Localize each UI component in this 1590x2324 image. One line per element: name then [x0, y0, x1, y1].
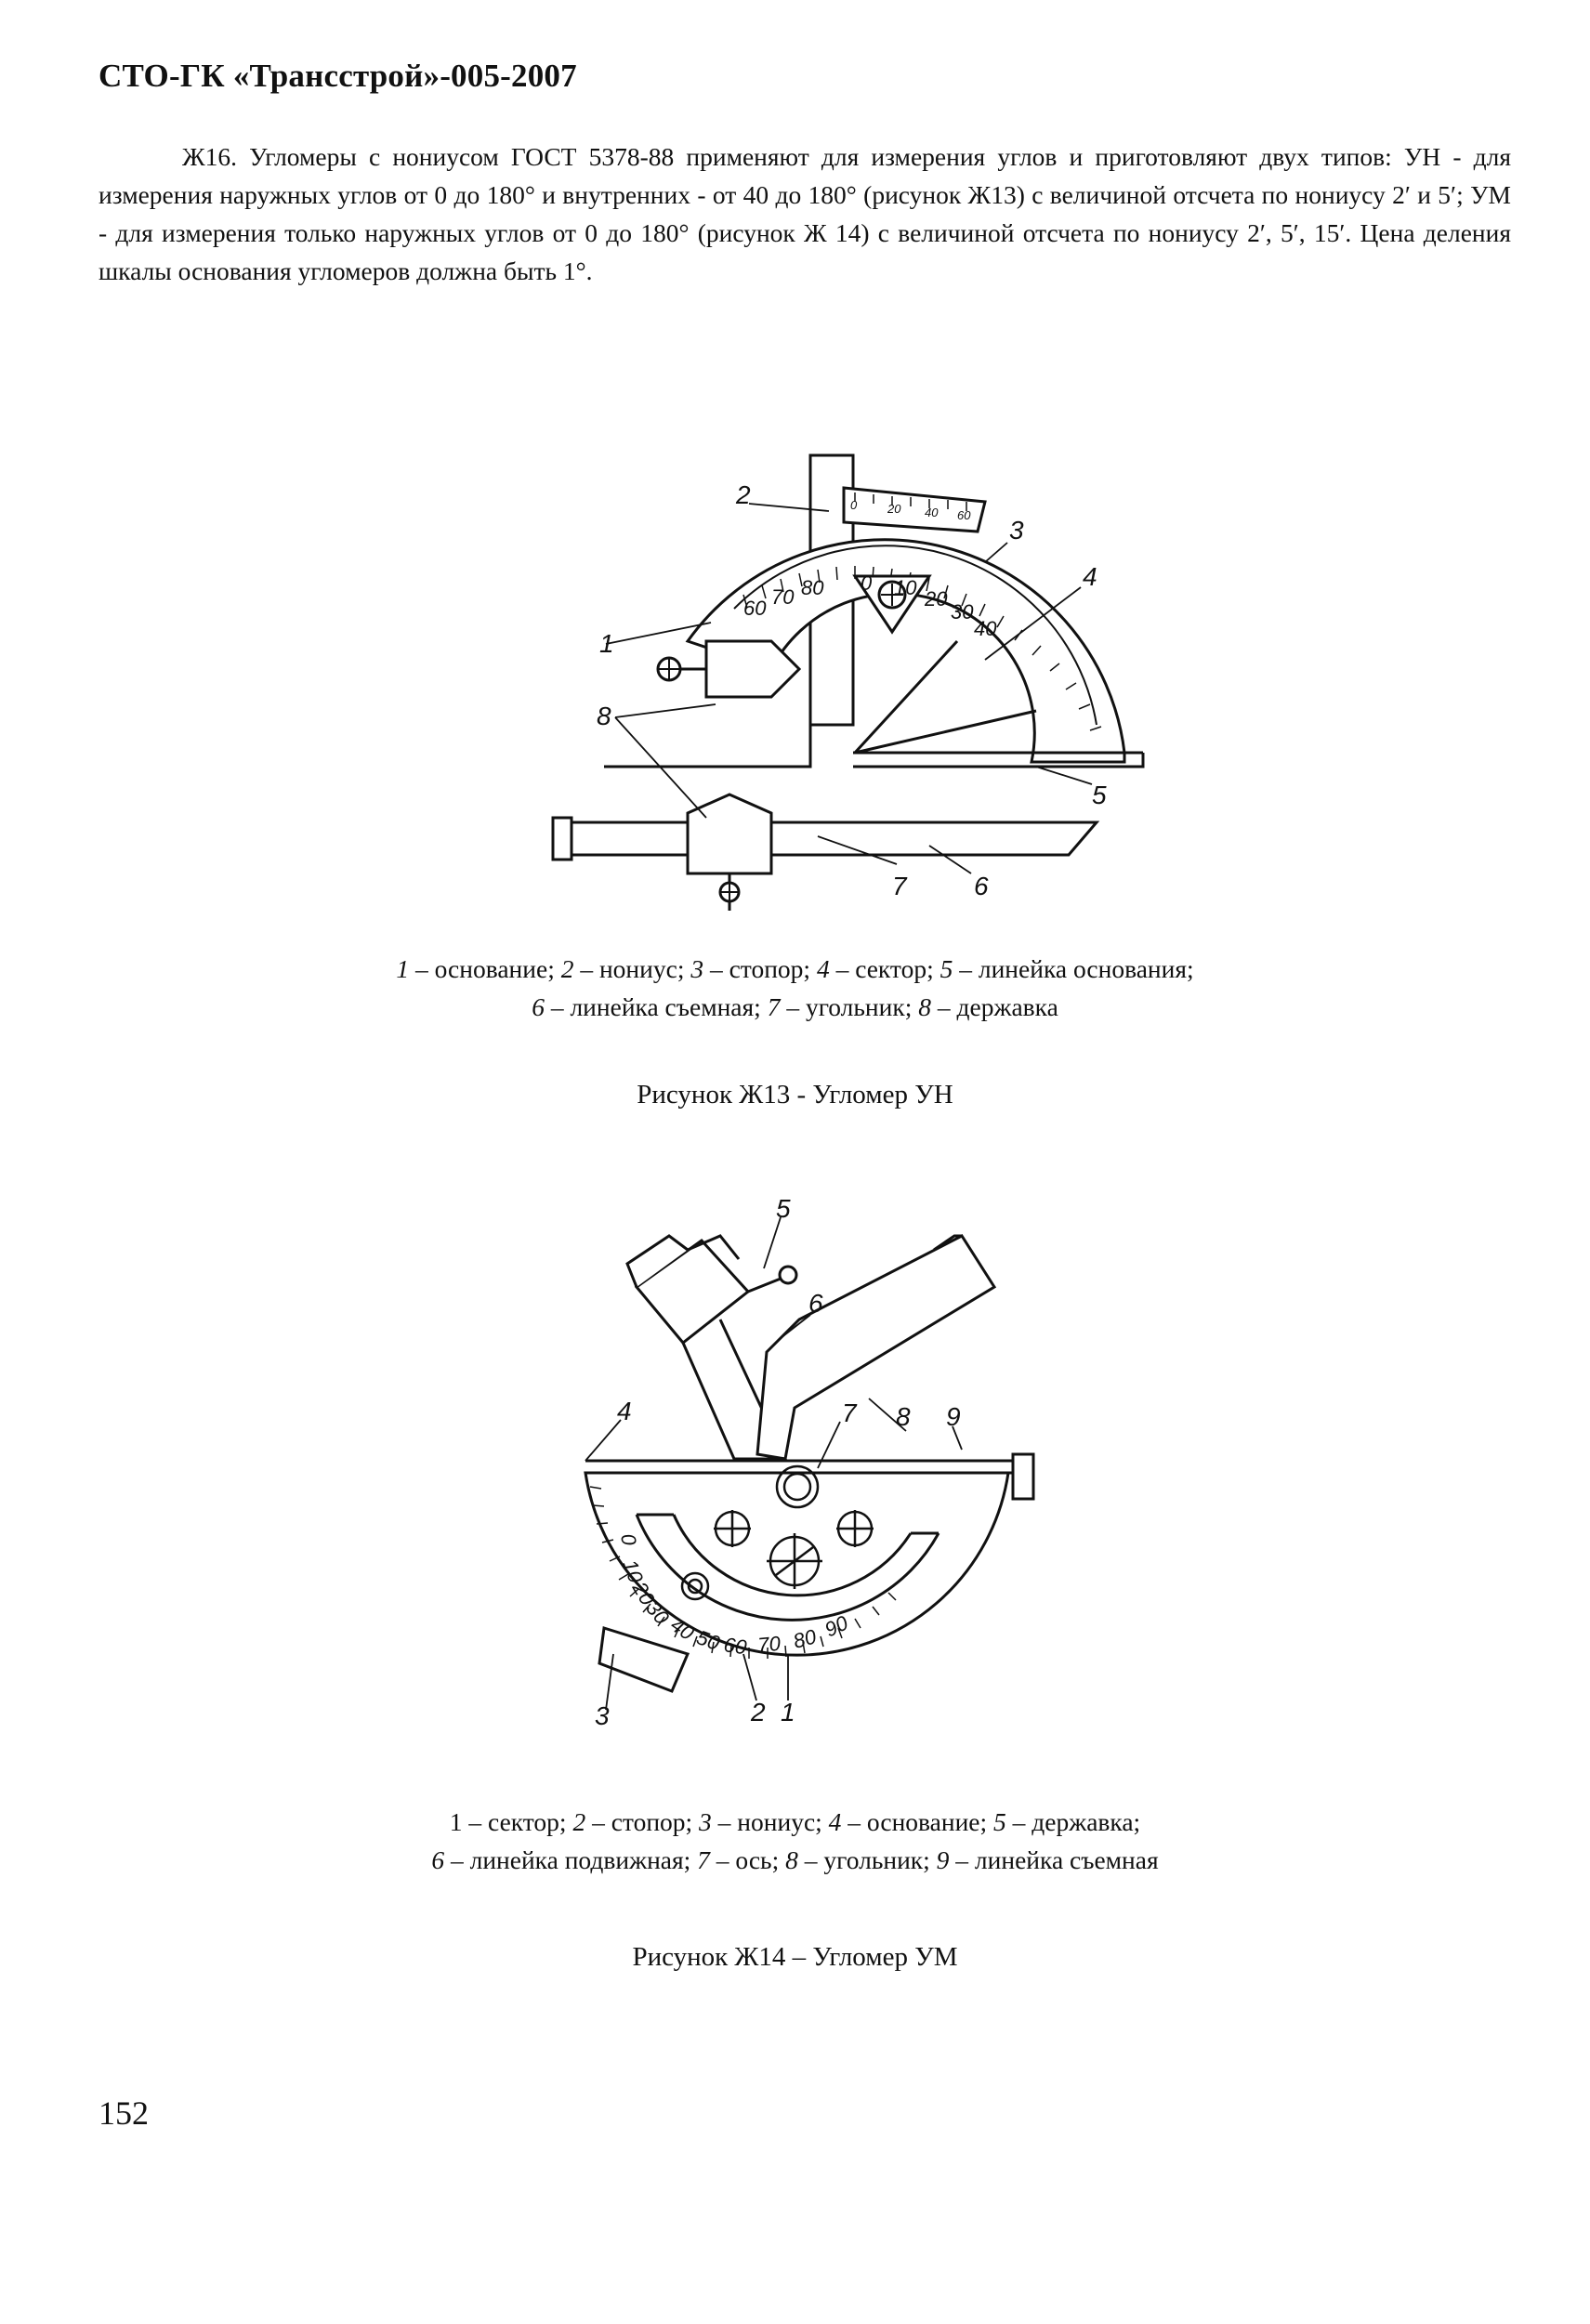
legend-text: – стопор; — [585, 1807, 700, 1836]
f14-callout-7: 7 — [842, 1398, 858, 1427]
f14-scale-label: 0 — [616, 1532, 641, 1548]
legend-text: – державка — [931, 992, 1058, 1021]
f14-callout-3: 3 — [595, 1701, 610, 1730]
legend-text: – стопор; — [703, 954, 817, 983]
legend-number: 3 — [699, 1807, 712, 1836]
figure-14-caption: Рисунок Ж14 – Угломер УМ — [632, 1942, 958, 1972]
page-number: 152 — [99, 2094, 149, 2132]
legend-number: 6 — [532, 992, 545, 1021]
legend-number: 1 — [396, 954, 410, 983]
legend-number: 2 — [560, 954, 574, 983]
f13-scale-label: 60 — [743, 597, 767, 620]
f13-callout-1: 1 — [599, 629, 614, 658]
f14-callout-6: 6 — [808, 1289, 823, 1318]
f13-callout-2: 2 — [735, 480, 751, 509]
f13-callout-8: 8 — [597, 702, 611, 730]
f13-scale-label: 10 — [894, 576, 917, 599]
f13-scale-label: 70 — [771, 585, 795, 609]
legend-line: 1 – сектор; 2 – стопор; 3 – нониус; 4 – … — [0, 1803, 1590, 1841]
f13-vernier-label: 60 — [957, 508, 971, 522]
legend-number: 7 — [697, 1845, 710, 1874]
f14-callout-8: 8 — [896, 1402, 911, 1431]
f14-callout-9: 9 — [946, 1402, 961, 1431]
legend-number: 5 — [940, 954, 953, 983]
legend-line: 6 – линейка подвижная; 7 – ось; 8 – угол… — [0, 1841, 1590, 1879]
document-header: СТО-ГК «Трансстрой»-005-2007 — [99, 58, 577, 94]
f13-vernier-label: 40 — [925, 506, 939, 519]
legend-text: – основание; — [841, 1807, 994, 1836]
f13-callout-4: 4 — [1083, 562, 1097, 591]
legend-number: 2 — [572, 1807, 586, 1836]
legend-text: – сектор; — [829, 954, 940, 983]
legend-number: 4 — [828, 1807, 842, 1836]
f13-scale-label: 20 — [924, 587, 948, 611]
legend-text: – линейка съемная; — [544, 992, 768, 1021]
legend-number: 7 — [767, 992, 781, 1021]
legend-text: – линейка съемная — [949, 1845, 1159, 1874]
f13-scale-label: 30 — [951, 600, 974, 624]
f14-callout-4: 4 — [617, 1397, 632, 1425]
legend-number: 4 — [816, 954, 830, 983]
body-paragraph: Ж16. Угломеры с нониусом ГОСТ 5378-88 пр… — [99, 142, 1511, 285]
legend-text: – нониус; — [711, 1807, 829, 1836]
legend-line: 1 – основание; 2 – нониус; 3 – стопор; 4… — [0, 950, 1590, 988]
legend-text: – нониус; — [573, 954, 691, 983]
legend-line: 6 – линейка съемная; 7 – угольник; 8 – д… — [0, 988, 1590, 1026]
f13-vernier-label: 20 — [887, 502, 901, 516]
f14-callout-1: 1 — [781, 1698, 795, 1727]
legend-number: 1 — [449, 1807, 463, 1836]
f13-callout-5: 5 — [1092, 781, 1107, 809]
figure-13-protractor-un: 60 70 80 0 10 20 30 40 0 20 40 60 1 2 3 … — [548, 446, 1162, 929]
f13-scale-label: 80 — [801, 576, 824, 599]
legend-text: – сектор; — [462, 1807, 573, 1836]
legend-text: – угольник; — [780, 992, 919, 1021]
figure-13-caption: Рисунок Ж13 - Угломер УН — [637, 1080, 953, 1109]
f13-callout-3: 3 — [1009, 516, 1024, 545]
legend-number: 8 — [918, 992, 931, 1021]
f13-callout-6: 6 — [974, 872, 989, 900]
legend-text: – линейка основания; — [953, 954, 1194, 983]
legend-number: 8 — [785, 1845, 798, 1874]
f14-scale-label: 70 — [756, 1632, 782, 1657]
legend-number: 9 — [936, 1845, 950, 1874]
legend-number: 5 — [993, 1807, 1006, 1836]
legend-number: 3 — [690, 954, 704, 983]
f13-scale-label: 40 — [974, 617, 997, 640]
f13-callout-7: 7 — [892, 872, 908, 900]
legend-text: – угольник; — [797, 1845, 937, 1874]
legend-number: 6 — [431, 1845, 445, 1874]
f14-callout-2: 2 — [750, 1698, 766, 1727]
legend-text: – державка; — [1005, 1807, 1141, 1836]
f14-scale-label: 60 — [722, 1633, 748, 1659]
f13-vernier-label: 0 — [850, 498, 858, 512]
legend-text: – линейка подвижная; — [444, 1845, 698, 1874]
f14-callout-5: 5 — [776, 1199, 791, 1223]
legend-text: – основание; — [409, 954, 561, 983]
figure-13-legend: 1 – основание; 2 – нониус; 3 – стопор; 4… — [0, 950, 1590, 1026]
f13-scale-label: 0 — [861, 571, 873, 595]
figure-14-protractor-um: 0 10 20 30 40 50 60 70 80 90 1 2 3 4 5 6… — [548, 1199, 1069, 1775]
legend-text: – ось; — [709, 1845, 786, 1874]
figure-14-legend: 1 – сектор; 2 – стопор; 3 – нониус; 4 – … — [0, 1803, 1590, 1879]
